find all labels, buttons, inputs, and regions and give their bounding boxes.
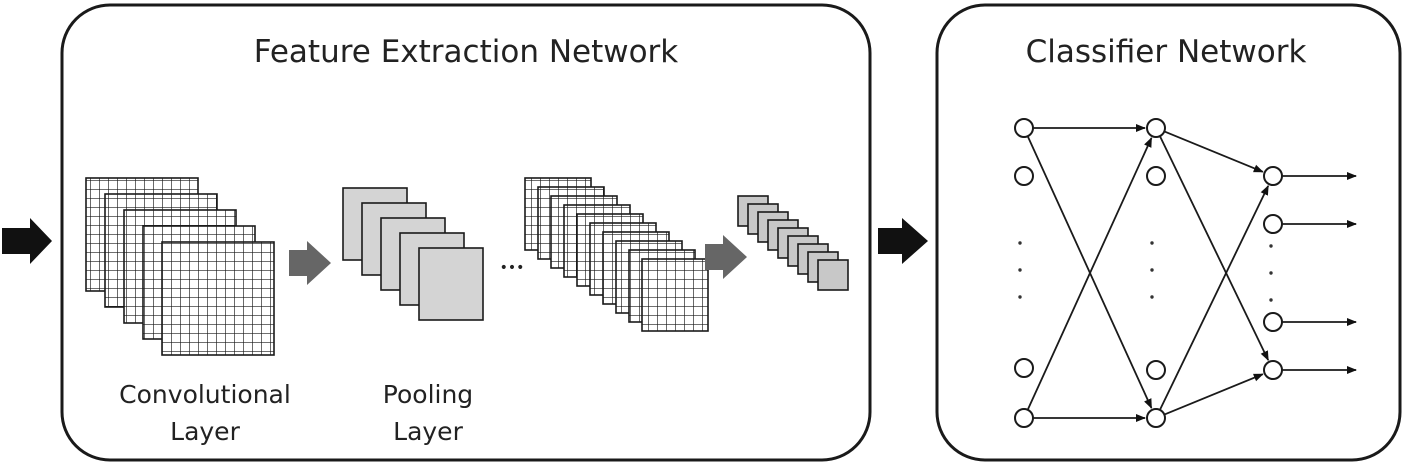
ellipsis-dot [1018, 268, 1022, 272]
deep-conv-feature-map [641, 258, 709, 332]
ellipsis-dot [1269, 271, 1273, 275]
conv-feature-map [161, 241, 275, 356]
hidden-neuron [1146, 408, 1166, 428]
input-neuron [1014, 166, 1034, 186]
classifier-ellipsis-dots [1018, 241, 1273, 302]
connection-arrow [1159, 135, 1270, 361]
input-neuron [1014, 118, 1034, 138]
connection-arrow [1163, 130, 1264, 173]
hidden-neuron [1146, 360, 1166, 380]
output-neuron [1263, 214, 1283, 234]
ellipsis-dot [1018, 295, 1022, 299]
ellipsis-dot [1150, 241, 1154, 245]
output-neuron [1263, 312, 1283, 332]
ellipsis-dot [1150, 295, 1154, 299]
hidden-neuron [1146, 166, 1166, 186]
hidden-neuron [1146, 118, 1166, 138]
pooling-feature-maps [342, 187, 484, 321]
connection-arrow [1163, 373, 1264, 416]
ellipsis-dot [1269, 298, 1273, 302]
ellipsis-dot [1269, 244, 1273, 248]
classifier-panel [935, 3, 1402, 462]
classifier-title: Classifier Network [1026, 34, 1307, 70]
pool-feature-map [418, 247, 484, 321]
feature-extraction-title: Feature Extraction Network [254, 34, 679, 70]
connection-arrow [1159, 185, 1270, 411]
conv-layer-label-line1: Convolutional [119, 380, 291, 409]
conv-to-small-pool-arrow [705, 235, 747, 279]
input-arrow [2, 218, 52, 264]
convolutional-feature-maps [85, 177, 275, 356]
input-neuron [1014, 358, 1034, 378]
ellipsis-dot [1018, 241, 1022, 245]
output-neuron [1263, 166, 1283, 186]
ellipsis-dot [1150, 268, 1154, 272]
connection-arrow [1026, 137, 1153, 411]
pool-layer-label-line1: Pooling [383, 380, 473, 409]
output-neuron [1263, 360, 1283, 380]
small-pool-feature-map [817, 259, 849, 291]
classifier-output-arrows [1282, 172, 1357, 374]
input-neuron [1014, 408, 1034, 428]
small-pooled-feature-maps [737, 195, 849, 291]
conv-to-pool-arrow [289, 241, 331, 285]
layer-ellipsis: ••• [500, 260, 525, 276]
pool-layer-label-line2: Layer [393, 417, 463, 446]
to-classifier-arrow [878, 218, 928, 264]
classifier-neurons [1014, 118, 1283, 428]
conv-layer-label-line2: Layer [170, 417, 240, 446]
deep-convolutional-feature-maps [524, 177, 709, 332]
classifier-connections [1026, 124, 1270, 422]
